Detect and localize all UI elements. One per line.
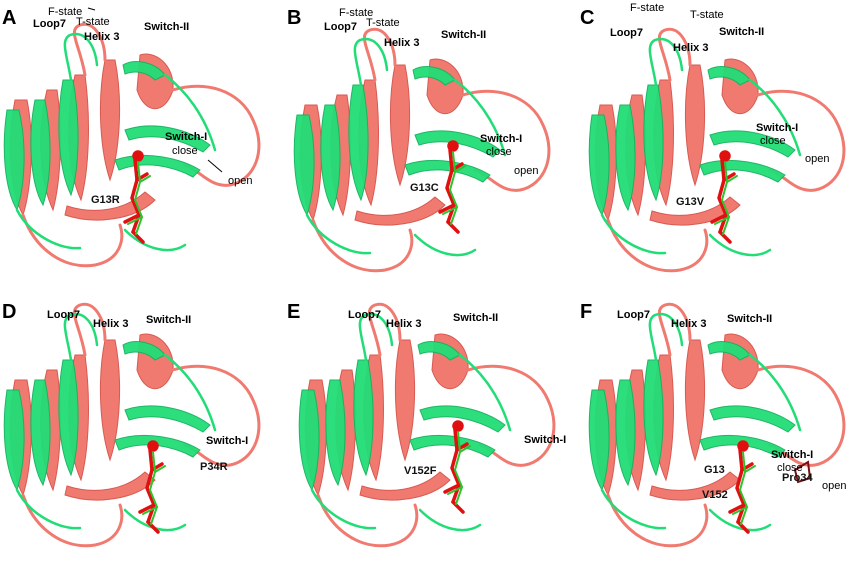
helix3-label: Helix 3 [93, 318, 128, 330]
switch2-label: Switch-II [144, 21, 189, 33]
residue-ring [793, 460, 812, 484]
switch1-label: Switch-I [206, 435, 248, 447]
mutation-label-v152: V152 [702, 489, 728, 501]
loop7-label: Loop7 [47, 309, 80, 321]
switch1-label: Switch-I [524, 434, 566, 446]
mutation-label: G13V [676, 196, 705, 208]
helix3-label: Helix 3 [671, 318, 706, 330]
mutation-label-g13: G13 [704, 464, 725, 476]
open-label: open [822, 480, 846, 492]
fstate-label: F-state [339, 7, 373, 19]
panel-e: E Loop7 Helix 3 Switch-II Switch-I V152F [287, 301, 566, 548]
panel-letter-d: D [2, 301, 16, 323]
close-label: close [486, 146, 512, 158]
helix3-label: Helix 3 [386, 318, 421, 330]
loop7-label: Loop7 [348, 309, 381, 321]
mutation-label-pro34: Pro34 [782, 472, 813, 484]
loop7-label: Loop7 [324, 21, 357, 33]
switch2-label: Switch-II [441, 29, 486, 41]
close-label: close [777, 462, 803, 474]
panel-b: B Loop7 Helix 3 Switch-II Switch-I close… [287, 7, 551, 273]
loop7-label: Loop7 [33, 18, 66, 30]
open-label: open [228, 175, 252, 187]
panel-c: C Loop7 Helix 3 Switch-II Switch-I close… [580, 2, 846, 273]
fstate-label: F-state [48, 6, 82, 18]
switch2-label: Switch-II [146, 314, 191, 326]
open-label: open [514, 165, 538, 177]
arrow [207, 159, 223, 173]
fstate-label: F-state [630, 2, 664, 14]
switch1-label: Switch-I [771, 449, 813, 461]
helix3-label: Helix 3 [384, 37, 419, 49]
open-label: open [805, 153, 829, 165]
switch1-label: Switch-I [756, 122, 798, 134]
tstate-label: T-state [366, 17, 400, 29]
panel-d: D Loop7 Helix 3 Switch-II Switch-I P34R [2, 301, 261, 548]
close-label: close [760, 135, 786, 147]
loop7-label: Loop7 [617, 309, 650, 321]
mutation-label: P34R [200, 461, 228, 473]
panel-letter-a: A [2, 7, 16, 29]
close-label: close [172, 145, 198, 157]
switch2-label: Switch-II [719, 26, 764, 38]
tstate-label: T-state [690, 9, 724, 21]
panel-letter-e: E [287, 301, 300, 323]
mutation-label: V152F [404, 465, 437, 477]
panel-letter-c: C [580, 7, 594, 29]
panel-f: F Loop7 Helix 3 Switch-II Switch-I close… [580, 301, 846, 548]
switch1-label: Switch-I [480, 133, 522, 145]
switch2-label: Switch-II [453, 312, 498, 324]
tstate-label: T-state [76, 16, 110, 28]
mutation-label: G13R [91, 194, 120, 206]
arrow [87, 7, 96, 11]
mutation-label: G13C [410, 182, 439, 194]
panel-letter-b: B [287, 7, 301, 29]
helix3-label: Helix 3 [84, 31, 119, 43]
switch1-label: Switch-I [165, 131, 207, 143]
helix3-label: Helix 3 [673, 42, 708, 54]
panel-a: A Loop7 Helix 3 Switch-II Switch-I close… [2, 6, 261, 268]
panel-letter-f: F [580, 301, 592, 323]
switch2-label: Switch-II [727, 313, 772, 325]
loop7-label: Loop7 [610, 27, 643, 39]
